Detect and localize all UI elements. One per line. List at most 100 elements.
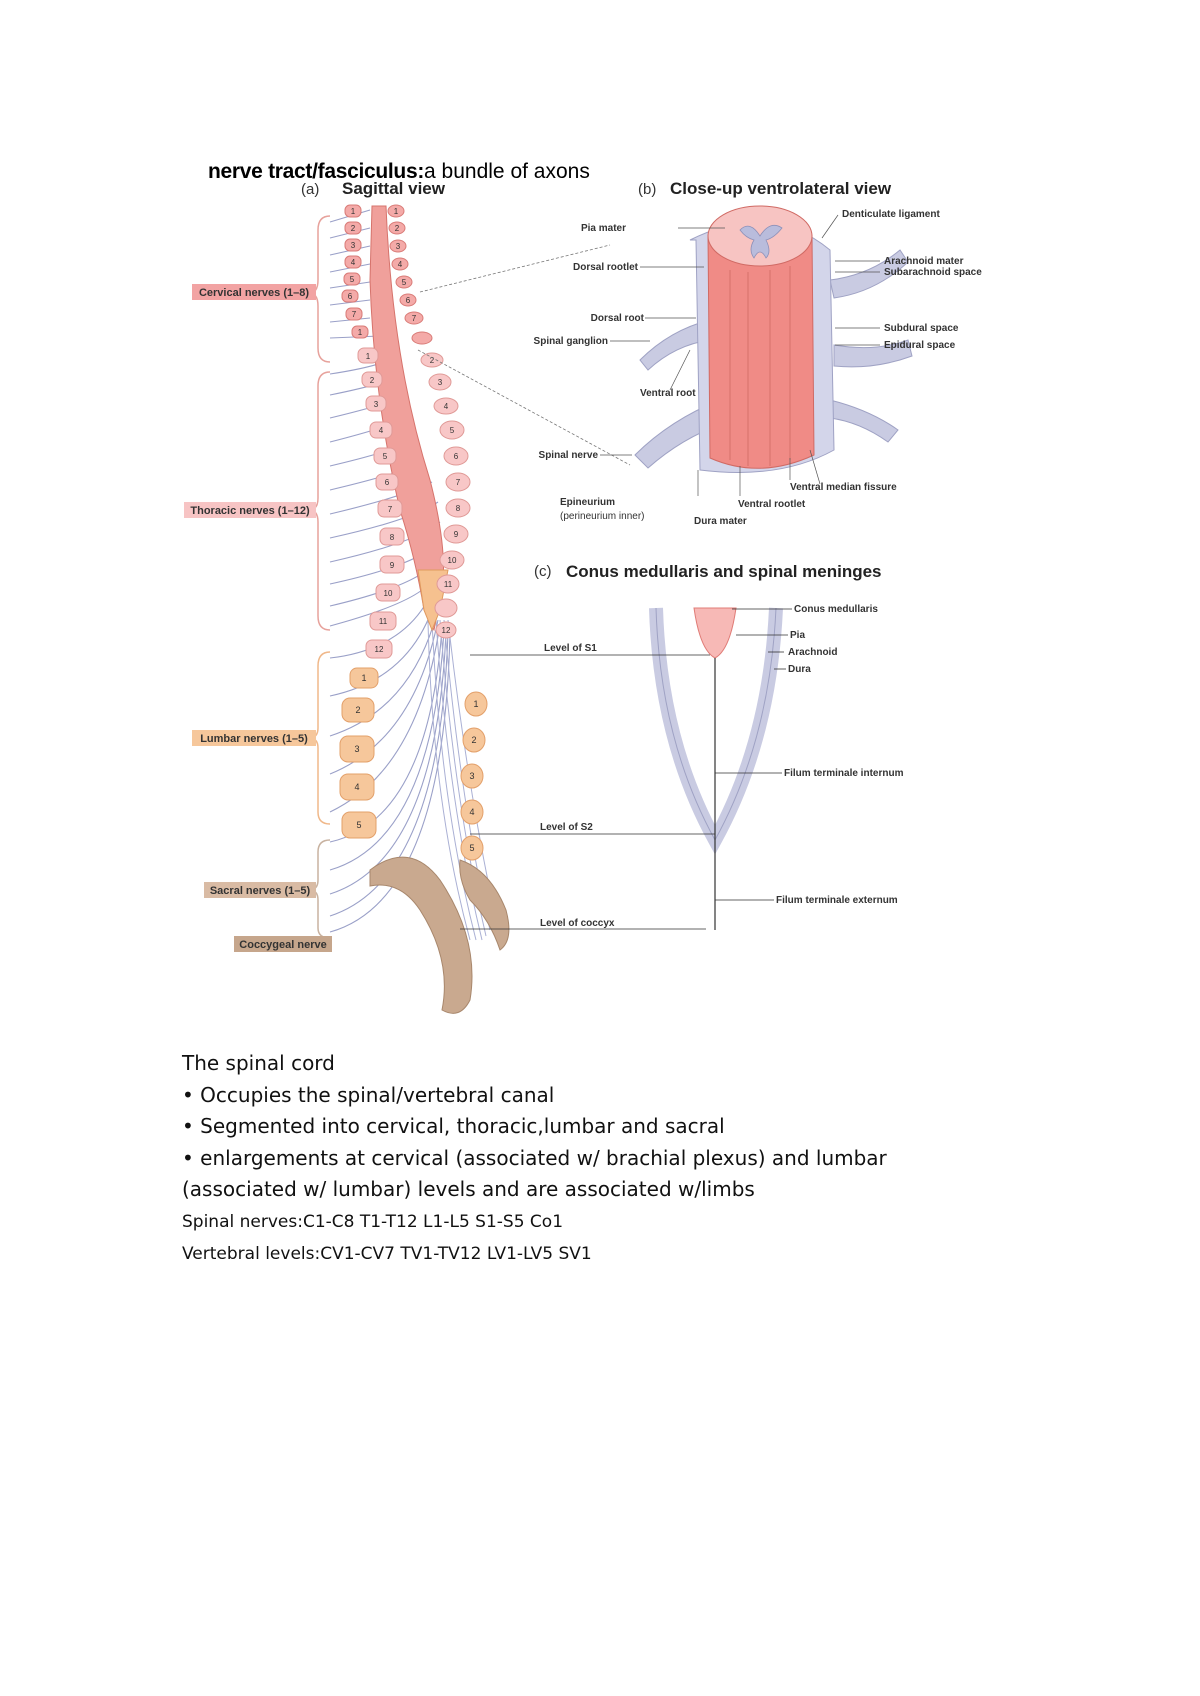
- svg-text:9: 9: [390, 561, 395, 570]
- panel-c-letter: (c): [534, 563, 552, 580]
- thoracic-nerve-ovals: [420, 352, 471, 639]
- thoracic-vertebrae: [357, 347, 405, 659]
- conus-c: [693, 607, 737, 659]
- svg-text:5: 5: [383, 452, 388, 461]
- panel-b-roots: [634, 249, 913, 469]
- svg-text:6: 6: [454, 452, 459, 461]
- svg-text:3: 3: [396, 242, 401, 251]
- brace-thoracic: [308, 371, 331, 631]
- label-ventral-median-fissure: Ventral median fissure: [790, 482, 897, 493]
- svg-text:10: 10: [384, 589, 393, 598]
- svg-text:3: 3: [351, 241, 356, 250]
- panel-a-title: Sagittal view: [342, 180, 446, 198]
- notes-bullet-3b: (associated w/ lumbar) levels and are as…: [182, 1177, 755, 1201]
- svg-text:4: 4: [379, 426, 384, 435]
- svg-text:5: 5: [450, 426, 455, 435]
- label-filum-externum: Filum terminale externum: [776, 895, 898, 906]
- label-perineurium: (perineurium inner): [560, 511, 644, 522]
- svg-text:2: 2: [355, 705, 360, 715]
- svg-text:5: 5: [356, 820, 361, 830]
- svg-text:1: 1: [358, 328, 363, 337]
- cord-striations: [729, 266, 791, 466]
- label-pia-mater: Pia mater: [581, 223, 626, 234]
- label-conus-medullaris: Conus medullaris: [794, 604, 878, 615]
- svg-text:11: 11: [379, 617, 388, 626]
- svg-text:1: 1: [473, 699, 478, 709]
- panel-b-labels: Pia mater Denticulate ligament Dorsal ro…: [534, 209, 983, 527]
- panel-c-level-lines: [460, 608, 792, 930]
- panel-b-leaders: [600, 214, 880, 496]
- svg-text:1: 1: [366, 352, 371, 361]
- notes-title: The spinal cord: [182, 1051, 335, 1075]
- cervical-nerve-ovals: [387, 204, 433, 345]
- svg-text:6: 6: [385, 478, 390, 487]
- label-arachnoid-mater: Arachnoid mater: [884, 256, 964, 267]
- label-lumbar: Lumbar nerves (1–5): [200, 733, 308, 745]
- heading-term: nerve tract/fasciculus:: [208, 160, 425, 183]
- heading-definition: a bundle of axons: [424, 160, 590, 183]
- notes-spinal-nerves: Spinal nerves:C1-C8 T1-T12 L1-L5 S1-S5 C…: [182, 1211, 564, 1232]
- label-dorsal-rootlet: Dorsal rootlet: [573, 262, 639, 273]
- svg-text:1: 1: [361, 673, 366, 683]
- svg-text:3: 3: [438, 378, 443, 387]
- svg-text:9: 9: [454, 530, 459, 539]
- notes: The spinal cord • Occupies the spinal/ve…: [182, 1048, 1082, 1270]
- lumbar-nerve-ovals: [460, 691, 488, 861]
- label-sacral: Sacral nerves (1–5): [210, 885, 311, 897]
- svg-text:7: 7: [388, 505, 393, 514]
- svg-text:2: 2: [370, 376, 375, 385]
- heading: nerve tract/fasciculus:a bundle of axons: [208, 160, 590, 184]
- svg-text:7: 7: [412, 314, 417, 323]
- cervical-vertebrae: [341, 204, 369, 339]
- panel-c-title: Conus medullaris and spinal meninges: [566, 562, 882, 581]
- label-thoracic: Thoracic nerves (1–12): [190, 505, 310, 517]
- svg-text:2: 2: [395, 224, 400, 233]
- svg-text:6: 6: [348, 292, 353, 301]
- svg-text:3: 3: [374, 400, 379, 409]
- svg-text:7: 7: [352, 310, 357, 319]
- label-epineurium: Epineurium: [560, 497, 615, 508]
- label-ventral-root: Ventral root: [640, 388, 696, 399]
- svg-text:4: 4: [469, 807, 474, 817]
- label-spinal-nerve: Spinal nerve: [539, 450, 599, 461]
- label-dura: Dura: [788, 664, 811, 675]
- notes-bullet-2: • Segmented into cervical, thoracic,lumb…: [182, 1114, 725, 1138]
- svg-text:2: 2: [430, 356, 435, 365]
- svg-text:1: 1: [351, 207, 356, 216]
- label-spinal-ganglion: Spinal ganglion: [534, 336, 608, 347]
- spinal-cord-illustration: (a) Sagittal view 123: [184, 179, 983, 1014]
- svg-text:4: 4: [354, 782, 359, 792]
- sacrum-left: [369, 856, 473, 1014]
- label-cervical: Cervical nerves (1–8): [199, 287, 309, 299]
- label-level-s2: Level of S2: [540, 822, 593, 833]
- svg-text:4: 4: [351, 258, 356, 267]
- notes-vertebral-levels: Vertebral levels:CV1-CV7 TV1-TV12 LV1-LV…: [182, 1243, 592, 1264]
- svg-text:1: 1: [394, 207, 399, 216]
- svg-text:12: 12: [375, 645, 384, 654]
- notes-bullet-3a: • enlargements at cervical (associated w…: [182, 1145, 887, 1170]
- svg-text:4: 4: [398, 260, 403, 269]
- svg-text:3: 3: [354, 744, 359, 754]
- label-denticulate-ligament: Denticulate ligament: [842, 209, 940, 220]
- label-filum-internum: Filum terminale internum: [784, 768, 904, 779]
- label-coccygeal: Coccygeal nerve: [239, 939, 326, 951]
- svg-text:2: 2: [471, 735, 476, 745]
- gray-matter: [739, 224, 783, 259]
- label-subdural-space: Subdural space: [884, 323, 959, 334]
- label-dorsal-root: Dorsal root: [591, 313, 645, 324]
- zoom-line-bottom: [417, 349, 631, 466]
- group-braces: [308, 215, 331, 939]
- label-arachnoid: Arachnoid: [788, 647, 837, 658]
- label-epidural-space: Epidural space: [884, 340, 956, 351]
- svg-text:8: 8: [456, 504, 461, 513]
- notes-bullet-1: • Occupies the spinal/vertebral canal: [182, 1082, 555, 1107]
- label-dura-mater: Dura mater: [694, 516, 747, 527]
- panel-c-labels: Level of S1 Level of S2 Level of coccyx …: [540, 604, 904, 929]
- svg-text:5: 5: [469, 843, 474, 853]
- label-pia: Pia: [790, 630, 805, 641]
- group-labels: Cervical nerves (1–8) Thoracic nerves (1…: [184, 284, 332, 952]
